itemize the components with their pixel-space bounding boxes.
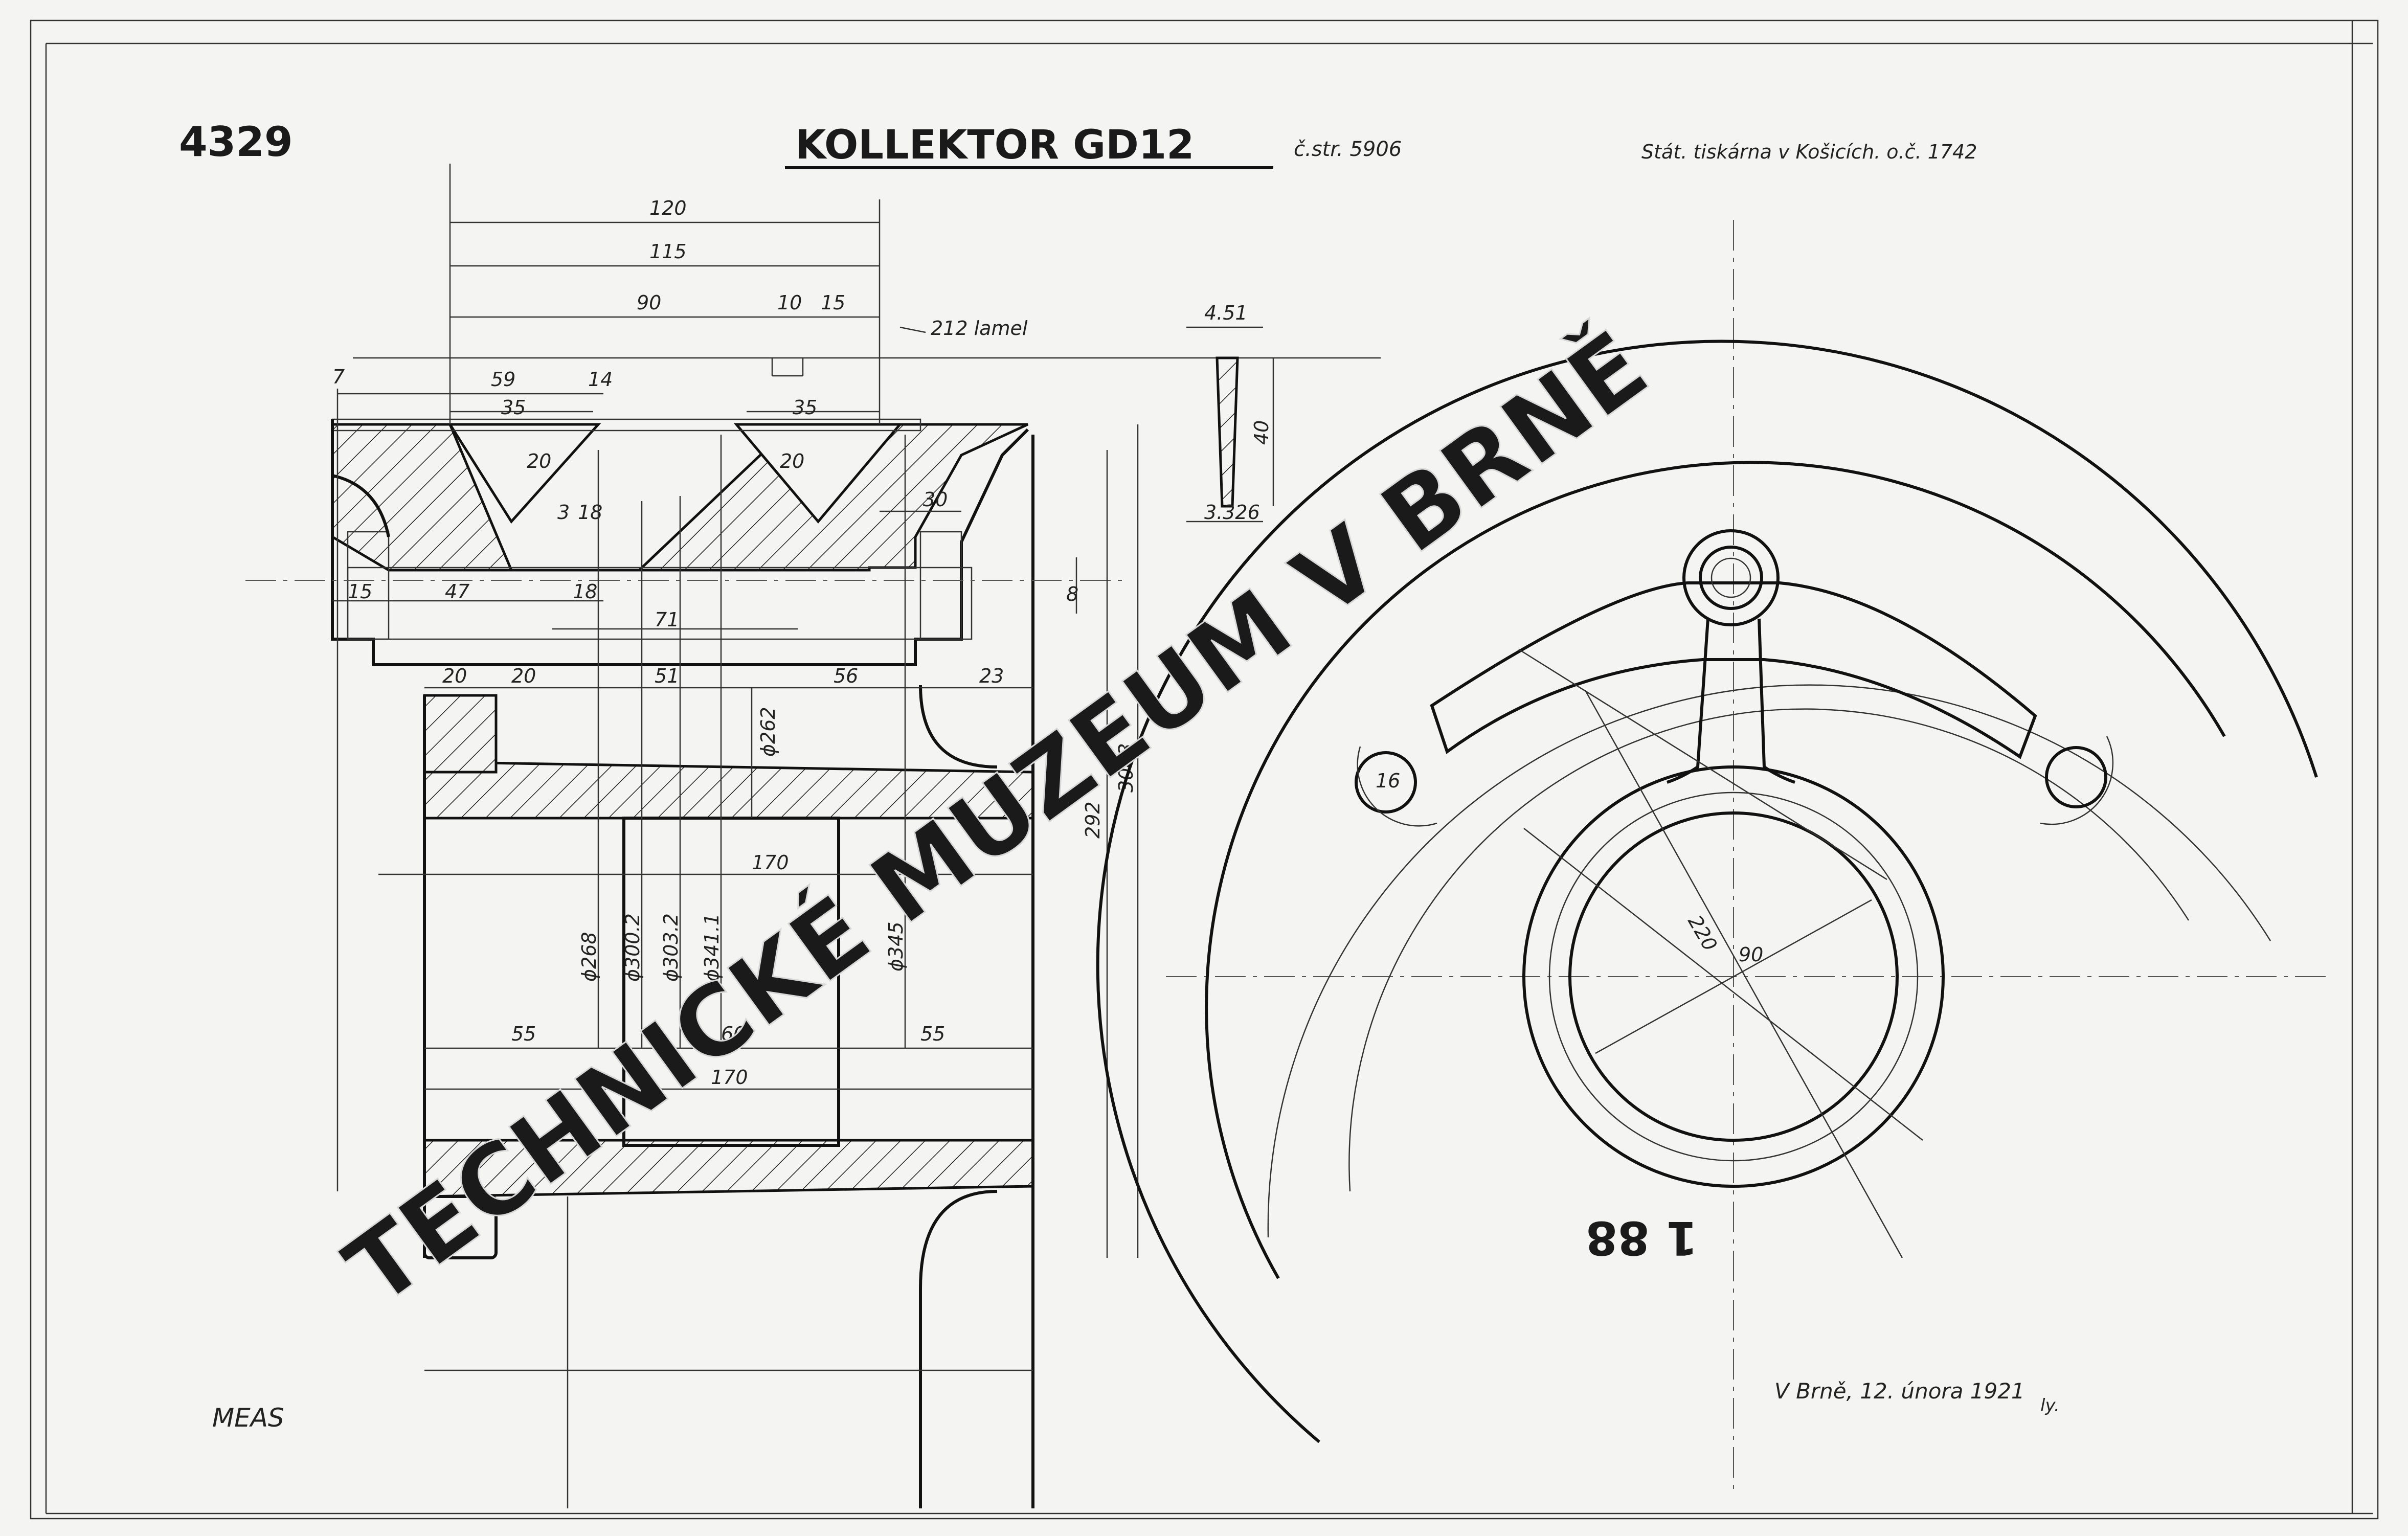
fillet-left xyxy=(332,474,390,537)
hole-boss-right xyxy=(2040,736,2114,825)
dim-phi3411: ϕ341.1 xyxy=(701,913,723,982)
hole-boss-left xyxy=(1357,746,1437,827)
dim-phi3002: ϕ300.2 xyxy=(621,913,644,982)
seg-dim-40: 40 xyxy=(1250,420,1273,445)
dim-15-top: 15 xyxy=(821,291,845,314)
dim-59: 59 xyxy=(491,368,515,391)
dim-55-right: 55 xyxy=(920,1023,945,1045)
drawing-title: KOLLEKTOR GD12 xyxy=(795,122,1194,168)
dim-phi345: ϕ345 xyxy=(885,921,907,972)
rim-arc-3 xyxy=(1204,460,2226,1279)
radial-line-2 xyxy=(1584,690,1903,1258)
bore-circle xyxy=(1568,811,1899,1142)
diameter-line-220 xyxy=(1518,648,1887,880)
insulating-vring-left xyxy=(447,423,601,524)
dim-phi3032: ϕ303.2 xyxy=(660,913,682,982)
dim-8: 8 xyxy=(1066,583,1078,605)
dim-35-left: 35 xyxy=(501,396,526,419)
dim-15-left: 15 xyxy=(348,580,372,603)
bolt-hex-outer xyxy=(1682,529,1780,626)
dim-18: 18 xyxy=(573,580,597,603)
rim-arc-inner xyxy=(1348,708,2190,1192)
lamel-note: 212 lamel xyxy=(931,317,1028,340)
dim-56: 56 xyxy=(834,665,858,687)
dim-170-bottom: 170 xyxy=(711,1066,748,1089)
drawing-number: 4329 xyxy=(179,118,293,166)
dim-170-top: 170 xyxy=(752,851,789,874)
dim-71: 71 xyxy=(655,608,679,631)
dim-14: 14 xyxy=(588,368,613,391)
dim-120: 120 xyxy=(649,197,687,219)
insulating-vring-right xyxy=(733,423,903,524)
dim-3: 3 xyxy=(557,501,570,524)
seg-dim-451: 4.51 xyxy=(1204,302,1248,324)
place-date: V Brně, 12. února 1921 xyxy=(1774,1379,2025,1404)
dim-115: 115 xyxy=(649,240,687,263)
signature-mark: ly. xyxy=(2040,1395,2060,1416)
dim-90: 90 xyxy=(637,291,661,314)
dim-60: 60 xyxy=(721,1023,746,1045)
dim-47: 47 xyxy=(445,580,469,603)
hub-flange-curve-bottom xyxy=(919,1190,998,1508)
bore-dim-90: 90 xyxy=(1739,943,1763,966)
spider-body xyxy=(1430,581,2037,759)
mounting-hole-right xyxy=(2045,746,2107,808)
dim-20-left: 20 xyxy=(527,450,551,472)
hub-ring xyxy=(1548,792,1919,1162)
section-view xyxy=(245,164,1125,1508)
bolt-hole xyxy=(1711,557,1751,598)
dim-51: 51 xyxy=(655,665,679,687)
hub-keyway xyxy=(622,817,840,1147)
seg-dim-3326: 3.326 xyxy=(1204,501,1260,524)
dim-20-a: 20 xyxy=(442,665,467,687)
dim-phi262: ϕ262 xyxy=(757,707,779,757)
lamella-profile-hatched xyxy=(1216,356,1239,508)
lamella-segment-detail: 4.51 40 3.326 xyxy=(1186,302,1274,524)
printer-note: Stát. tiskárna v Košicích. o.č. 1742 xyxy=(1641,141,1977,163)
dim-292: 292 xyxy=(1082,801,1104,839)
dim-phi268: ϕ268 xyxy=(578,932,600,982)
dim-20-right: 20 xyxy=(780,450,804,472)
bolt-head-left xyxy=(347,531,390,640)
section-dimensions: 120 115 90 10 15 212 lamel 7 59 14 35 35… xyxy=(332,197,1381,1371)
rim-arc-2 xyxy=(1267,684,2271,1238)
archive-stamp: 1 88 xyxy=(1586,1211,1698,1264)
page-reference: č.str. 5906 xyxy=(1294,138,1402,161)
mounting-hole-left xyxy=(1355,751,1417,814)
hole-dim-16: 16 xyxy=(1376,770,1400,792)
dim-35-right: 35 xyxy=(793,396,817,419)
hub-flange-curve-top xyxy=(919,685,998,769)
spider-arm xyxy=(1667,618,1795,784)
dim-55-left: 55 xyxy=(511,1023,536,1045)
bolt-hex-inner xyxy=(1699,546,1763,610)
outer-border xyxy=(30,19,2379,1520)
dim-10: 10 xyxy=(777,291,802,314)
dim-20-b: 20 xyxy=(511,665,536,687)
bolt-nut-right xyxy=(919,531,962,640)
diameter-line-90 xyxy=(1595,899,1872,1054)
hub-outer-circle xyxy=(1522,765,1945,1188)
spacer-ring-hatched xyxy=(423,694,498,774)
front-view: 16 220 90 xyxy=(1096,220,2332,1493)
radial-line-1 xyxy=(1523,828,1923,1141)
dim-23: 23 xyxy=(979,665,1004,687)
dim-30: 30 xyxy=(923,488,948,511)
left-mark: MEAS xyxy=(212,1403,284,1433)
dim-7: 7 xyxy=(332,366,345,388)
outer-rim-arc xyxy=(1096,340,2318,1443)
